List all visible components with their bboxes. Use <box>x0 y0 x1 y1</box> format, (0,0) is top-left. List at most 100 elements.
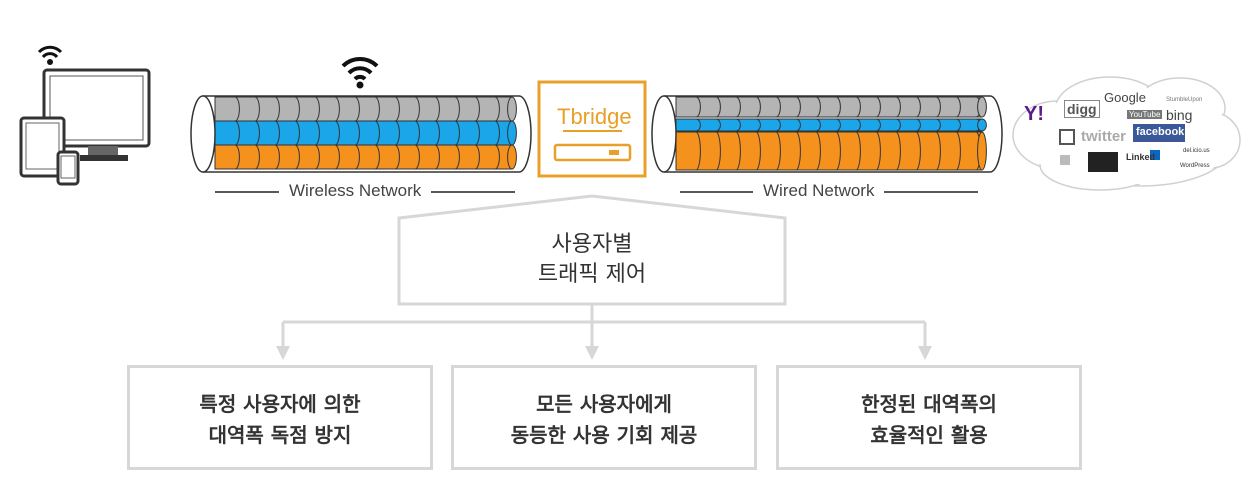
wireless-blue-channel-segment <box>254 120 260 146</box>
wired-blue-channel-segment <box>915 118 921 132</box>
wireless-gray-channel-segment <box>394 96 400 122</box>
center-box-line2: 트래픽 제어 <box>537 262 647 287</box>
wired-blue-channel-segment <box>695 118 701 132</box>
delicious-logo: del.icio.us <box>1183 148 1210 154</box>
wireless-orange-channel-segment <box>254 144 260 170</box>
wireless-orange-channel <box>214 144 513 170</box>
wired-orange-channel-segment <box>955 131 961 171</box>
wireless-blue-channel-segment <box>494 120 500 146</box>
wireless-orange-channel-segment <box>234 144 240 170</box>
wired-blue-channel <box>675 118 983 132</box>
bing-logo: bing <box>1166 107 1193 123</box>
wireless-blue-channel-segment <box>294 120 300 146</box>
wired-gray-channel-segment <box>795 96 801 118</box>
tbridge-device <box>537 80 647 178</box>
youtube-logo: YouTube <box>1127 110 1163 119</box>
wireless-orange-channel-segment <box>314 144 320 170</box>
benefit-line2: 효율적인 활용 <box>870 423 988 447</box>
wired-orange-channel-segment <box>735 131 741 171</box>
wireless-gray-channel-segment <box>474 96 480 122</box>
wired-orange-channel-segment <box>895 131 901 171</box>
wired-orange-channel-cap <box>977 131 987 171</box>
wireless-gray-channel-segment <box>334 96 340 122</box>
wired-blue-channel-segment <box>775 118 781 132</box>
stumbleupon-logo: StumbleUpon <box>1166 97 1203 103</box>
wired-gray-channel-segment <box>895 96 901 118</box>
wireless-blue-channel-segment <box>234 120 240 146</box>
wired-blue-channel-segment <box>795 118 801 132</box>
wired-gray-channel-segment <box>855 96 861 118</box>
benefit-line1: 모든 사용자에게 <box>536 392 672 416</box>
wordpress-logo: WordPress <box>1180 163 1210 169</box>
wireless-blue-channel-segment <box>354 120 360 146</box>
arrow-down-icon <box>276 346 290 360</box>
wired-blue-channel-segment <box>875 118 881 132</box>
benefit-box-1: 특정 사용자에 의한 대역폭 독점 방지 <box>127 365 433 470</box>
wireless-orange-channel-segment <box>474 144 480 170</box>
wireless-blue-channel-segment <box>314 120 320 146</box>
wireless-gray-channel-segment <box>294 96 300 122</box>
wireless-blue-channel-segment <box>274 120 280 146</box>
tablet-icon <box>19 116 66 178</box>
wired-blue-channel-segment <box>855 118 861 132</box>
wired-blue-channel-segment <box>955 118 961 132</box>
wireless-orange-channel-segment <box>354 144 360 170</box>
wireless-blue-channel-segment <box>474 120 480 146</box>
device-name: Tbridge <box>557 104 632 129</box>
wired-gray-channel-segment <box>755 96 761 118</box>
wireless-orange-channel-segment <box>414 144 420 170</box>
wireless-gray-channel-segment <box>454 96 460 122</box>
wireless-gray-channel-segment <box>414 96 420 122</box>
wireless-orange-channel-segment <box>274 144 280 170</box>
devices-group <box>19 45 151 186</box>
wired-blue-channel-segment <box>755 118 761 132</box>
cloud-icon <box>1012 76 1241 191</box>
wired-pipe <box>651 95 1003 173</box>
wired-orange-channel-segment <box>715 131 721 171</box>
wired-blue-channel-segment <box>895 118 901 132</box>
wireless-gray-channel-segment <box>254 96 260 122</box>
linkedin-logo: Linked <box>1126 152 1156 162</box>
wired-orange-channel-segment <box>795 131 801 171</box>
wired-gray-channel-segment <box>835 96 841 118</box>
arrow-down-icon <box>585 346 599 360</box>
wireless-orange-channel-segment <box>294 144 300 170</box>
wired-orange-channel <box>675 131 983 171</box>
router-icon <box>553 143 632 162</box>
wired-gray-channel <box>675 96 983 118</box>
benefit-line2: 동등한 사용 기회 제공 <box>510 423 698 447</box>
wired-gray-channel-segment <box>695 96 701 118</box>
wired-gray-channel-segment <box>875 96 881 118</box>
wired-orange-channel-segment <box>935 131 941 171</box>
wired-orange-channel-segment <box>915 131 921 171</box>
facebook-logo: facebook <box>1136 126 1185 138</box>
wireless-network-label: Wireless Network <box>279 181 432 201</box>
wireless-orange-channel-segment <box>494 144 500 170</box>
wireless-gray-channel-segment <box>314 96 320 122</box>
google-logo: Google <box>1104 90 1146 105</box>
monitor-icon <box>42 68 151 161</box>
digg-logo: digg <box>1064 100 1100 118</box>
wifi-icon <box>341 56 379 89</box>
wireless-orange-channel-segment <box>434 144 440 170</box>
wired-network-label: Wired Network <box>753 181 885 201</box>
wired-orange-channel-segment <box>855 131 861 171</box>
wired-blue-channel-cap <box>977 118 987 132</box>
wired-gray-channel-cap <box>977 96 987 118</box>
benefit-box-2: 모든 사용자에게 동등한 사용 기회 제공 <box>451 365 757 470</box>
phone-icon <box>56 150 80 186</box>
wifi-icon <box>37 45 63 65</box>
wireless-gray-channel <box>214 96 513 122</box>
wireless-blue-channel-cap <box>507 120 517 146</box>
wired-blue-channel-segment <box>935 118 941 132</box>
wireless-gray-channel-segment <box>434 96 440 122</box>
benefit-line2: 대역폭 독점 방지 <box>208 423 352 447</box>
wired-gray-channel-segment <box>715 96 721 118</box>
wireless-orange-channel-segment <box>334 144 340 170</box>
wireless-orange-channel-segment <box>374 144 380 170</box>
yahoo-logo: Y! <box>1024 103 1044 125</box>
wireless-blue-channel-segment <box>414 120 420 146</box>
wireless-gray-channel-segment <box>234 96 240 122</box>
wired-orange-channel-segment <box>815 131 821 171</box>
